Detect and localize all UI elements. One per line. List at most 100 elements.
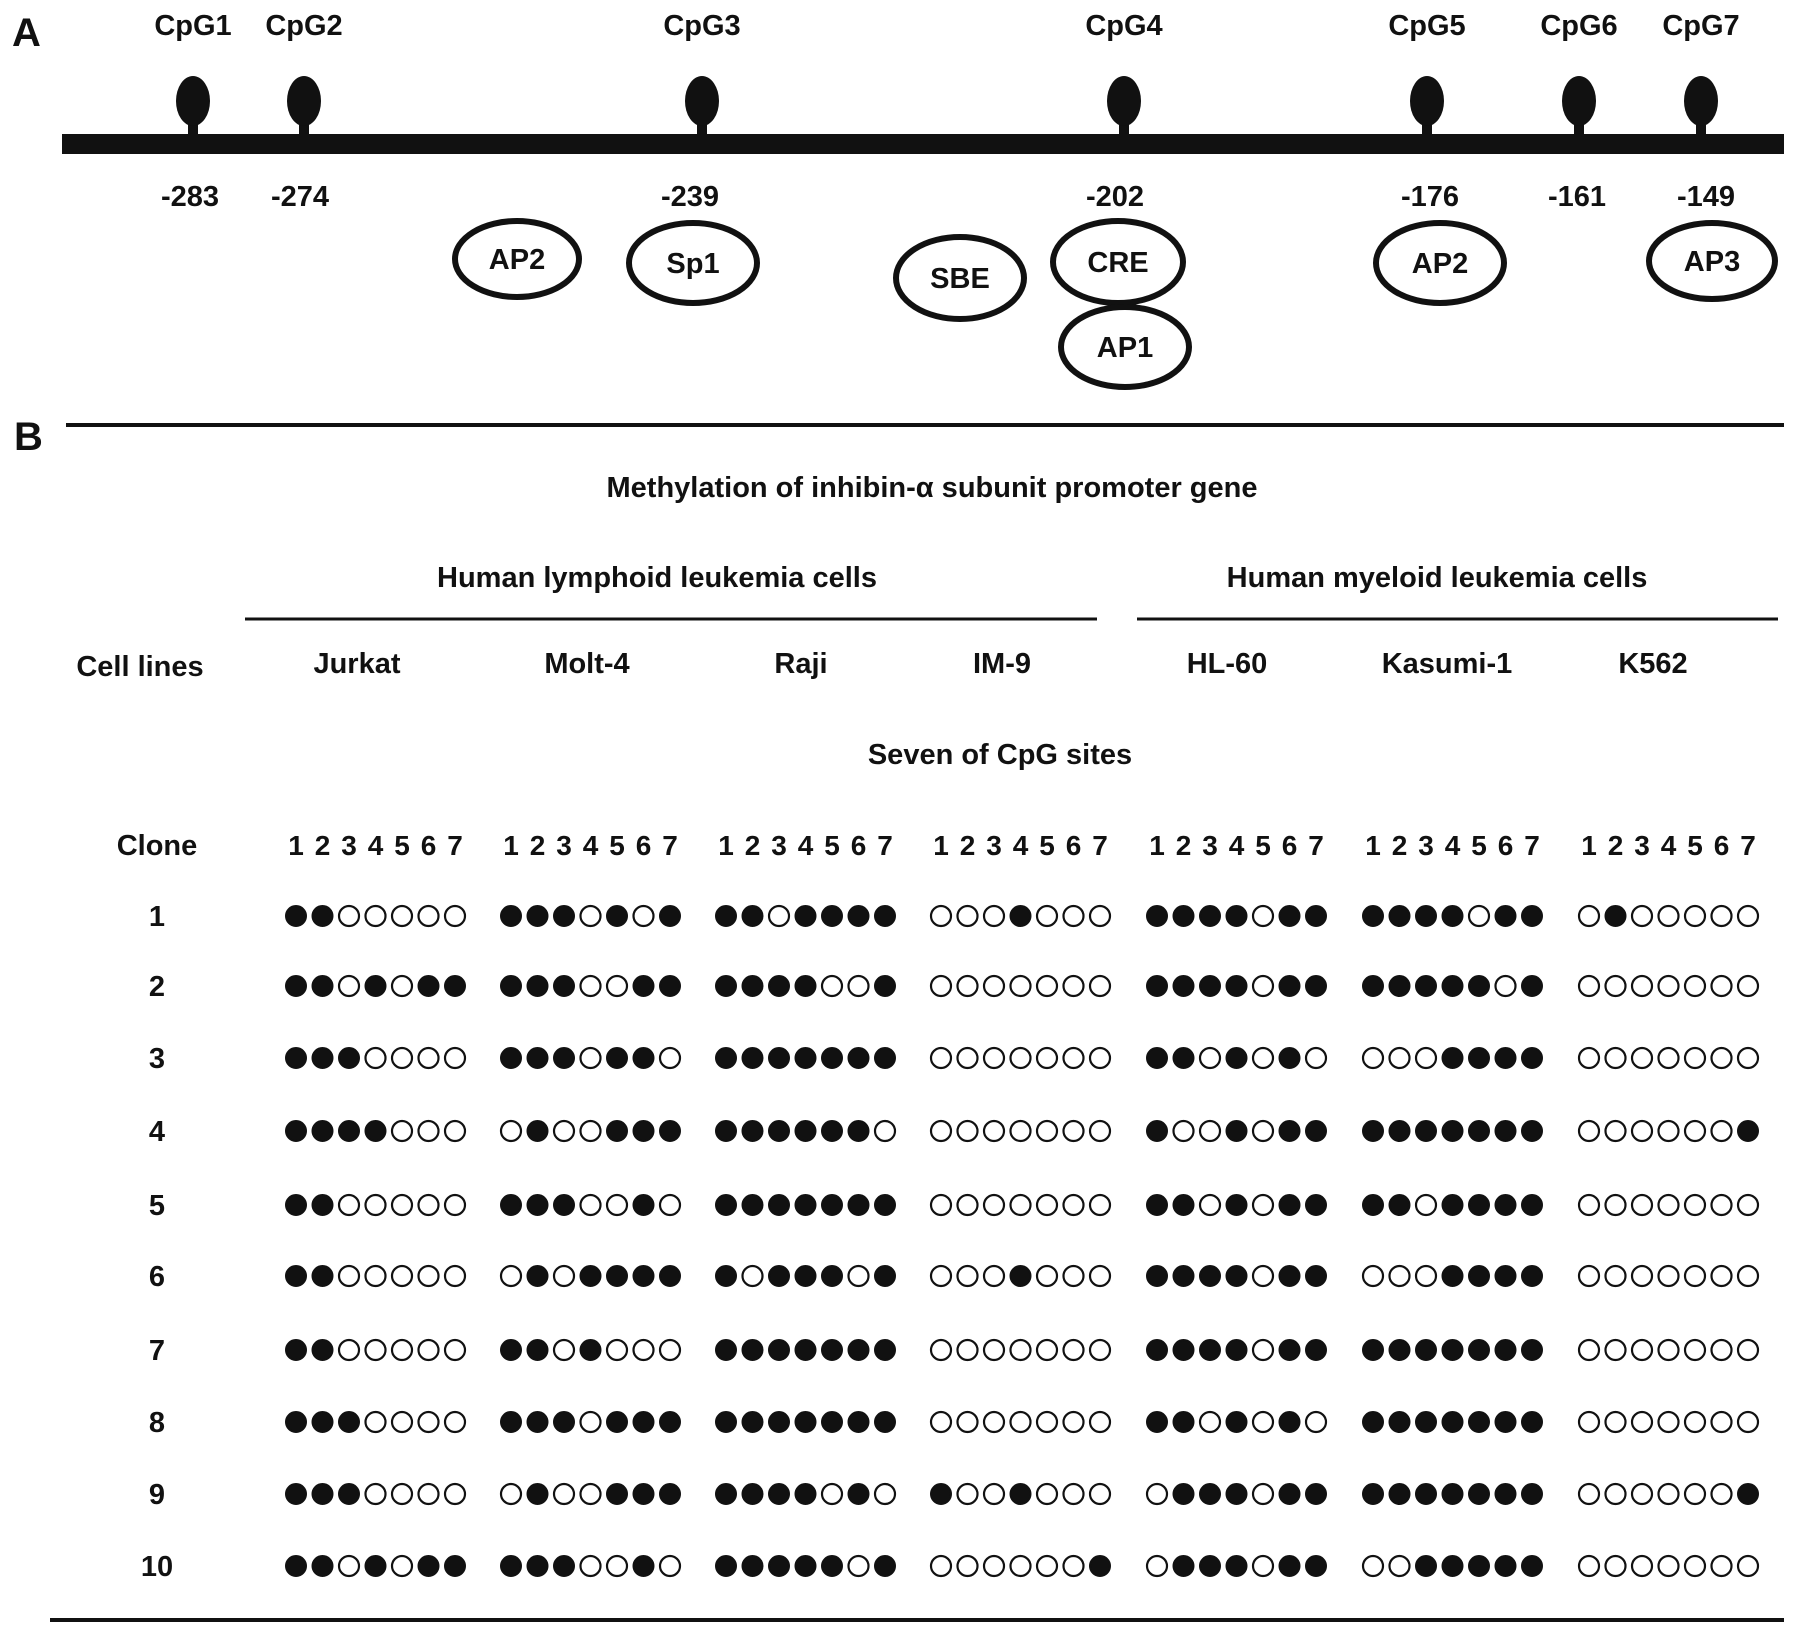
binding-site-label-4: CRE xyxy=(1087,247,1148,279)
cpg-dot-methylated xyxy=(930,1483,952,1505)
cpg-dot-unmethylated xyxy=(1251,974,1275,998)
cpg-dot-unmethylated xyxy=(956,1264,979,1288)
site-number-k562-5: 5 xyxy=(1687,830,1703,861)
cpg-dot-methylated xyxy=(1172,1483,1195,1505)
cpg-dot-methylated xyxy=(311,1265,334,1287)
cpg-dot-unmethylated xyxy=(1657,1338,1680,1362)
cpg-dot-unmethylated xyxy=(982,1193,1006,1217)
site-number-kasumi-1-7: 7 xyxy=(1524,830,1540,861)
site-number-molt-4-7: 7 xyxy=(662,830,678,861)
cpg-dot-methylated xyxy=(874,1047,896,1069)
cpg-dot-unmethylated xyxy=(1657,1554,1680,1578)
cpg-dot-methylated xyxy=(1521,975,1543,997)
cpg-dot-methylated xyxy=(1146,1411,1168,1433)
binding-site-oval-1 xyxy=(452,218,582,300)
cpg-stem-6 xyxy=(1574,118,1584,136)
site-number-kasumi-1-2: 2 xyxy=(1392,830,1408,861)
cpg-dot-unmethylated xyxy=(443,1119,467,1143)
cpg-dot-methylated xyxy=(285,1120,307,1142)
clone-number-10: 10 xyxy=(141,1551,173,1583)
cpg-dot-unmethylated xyxy=(1388,1264,1411,1288)
cpg-dot-methylated xyxy=(768,1411,790,1433)
cpg-dot-methylated xyxy=(1305,1120,1327,1142)
cpg-dot-methylated xyxy=(1521,905,1543,927)
cpg-dot-unmethylated xyxy=(658,1046,682,1070)
cpg-dot-methylated xyxy=(741,1194,764,1216)
cell-line-k562: K562 xyxy=(1618,648,1687,680)
binding-site-label-2: Sp1 xyxy=(666,248,719,280)
cpg-dot-methylated xyxy=(311,975,334,997)
cpg-dot-methylated xyxy=(1441,1120,1464,1142)
cpg-dot-unmethylated xyxy=(982,1482,1006,1506)
site-number-kasumi-1-1: 1 xyxy=(1365,830,1381,861)
cpg-position-1: -283 xyxy=(161,181,219,213)
cpg-dot-unmethylated xyxy=(1604,1264,1627,1288)
cpg-dot-unmethylated xyxy=(1414,1264,1438,1288)
cpg-dot-unmethylated xyxy=(443,1410,467,1434)
cpg-dot-methylated xyxy=(526,905,549,927)
cpg-dot-unmethylated xyxy=(658,1193,682,1217)
cpg-dot-methylated xyxy=(821,1265,843,1287)
cpg-dot-unmethylated xyxy=(1683,1338,1707,1362)
cpg-dot-unmethylated xyxy=(1630,974,1654,998)
site-number-im-9-3: 3 xyxy=(986,830,1002,861)
cpg-dot-methylated xyxy=(1494,905,1517,927)
cpg-dot-unmethylated xyxy=(443,1046,467,1070)
cpg-dot-methylated xyxy=(741,905,764,927)
cpg-dot-methylated xyxy=(768,1555,790,1577)
cpg-dot-unmethylated xyxy=(1577,1046,1601,1070)
cpg-dot-methylated xyxy=(741,1483,764,1505)
cpg-dot-unmethylated xyxy=(443,1338,467,1362)
cpg-dot-methylated xyxy=(821,1120,843,1142)
cpg-dot-unmethylated xyxy=(1683,1554,1707,1578)
site-number-hl-60-7: 7 xyxy=(1308,830,1324,861)
cpg-dot-unmethylated xyxy=(1657,1046,1680,1070)
sites-title: Seven of CpG sites xyxy=(868,739,1132,771)
cpg-dot-unmethylated xyxy=(1630,1264,1654,1288)
cpg-dot-unmethylated xyxy=(1062,904,1085,928)
cpg-dot-methylated xyxy=(1362,1483,1384,1505)
cpg-dot-unmethylated xyxy=(1198,1193,1222,1217)
cpg-marker-1 xyxy=(176,76,210,126)
cpg-dot-unmethylated xyxy=(929,1264,953,1288)
cpg-dot-methylated xyxy=(1468,1483,1490,1505)
cpg-dot-methylated xyxy=(794,1047,817,1069)
cpg-dot-methylated xyxy=(1172,975,1195,997)
clone-number-6: 6 xyxy=(149,1261,165,1293)
cpg-dot-methylated xyxy=(659,1483,681,1505)
binding-site-oval-2 xyxy=(626,220,760,306)
cpg-dot-unmethylated xyxy=(1088,1193,1112,1217)
cpg-dot-methylated xyxy=(500,1555,522,1577)
cpg-dot-unmethylated xyxy=(1630,1338,1654,1362)
cpg-dot-unmethylated xyxy=(1009,1554,1032,1578)
site-number-k562-7: 7 xyxy=(1740,830,1756,861)
cpg-dot-methylated xyxy=(1468,1120,1490,1142)
cpg-dot-methylated xyxy=(847,1483,870,1505)
cpg-position-5: -176 xyxy=(1401,181,1459,213)
cpg-dot-methylated xyxy=(1468,1411,1490,1433)
cpg-dot-unmethylated xyxy=(847,1554,870,1578)
cpg-dot-unmethylated xyxy=(390,1046,414,1070)
cpg-position-3: -239 xyxy=(661,181,719,213)
cpg-dot-unmethylated xyxy=(1062,974,1085,998)
cpg-dot-methylated xyxy=(1146,1047,1168,1069)
cpg-dot-unmethylated xyxy=(1577,1338,1601,1362)
cpg-dot-unmethylated xyxy=(1683,1410,1707,1434)
cpg-dot-unmethylated xyxy=(1630,1554,1654,1578)
cpg-dot-unmethylated xyxy=(1657,974,1680,998)
cpg-dot-methylated xyxy=(874,1555,896,1577)
cpg-dot-methylated xyxy=(1441,1483,1464,1505)
cpg-dot-unmethylated xyxy=(658,1554,682,1578)
cpg-dot-methylated xyxy=(364,975,387,997)
cpg-dot-unmethylated xyxy=(956,1046,979,1070)
site-number-kasumi-1-4: 4 xyxy=(1445,830,1461,861)
cpg-dot-unmethylated xyxy=(1035,1482,1059,1506)
cpg-dot-methylated xyxy=(526,1411,549,1433)
cpg-dot-methylated xyxy=(1521,1483,1543,1505)
cpg-dot-methylated xyxy=(1278,1339,1301,1361)
cpg-dot-methylated xyxy=(632,1047,655,1069)
cpg-dot-methylated xyxy=(1388,975,1411,997)
cpg-dot-methylated xyxy=(1441,1339,1464,1361)
cpg-dot-unmethylated xyxy=(1604,1482,1627,1506)
cpg-dot-methylated xyxy=(1225,1194,1248,1216)
